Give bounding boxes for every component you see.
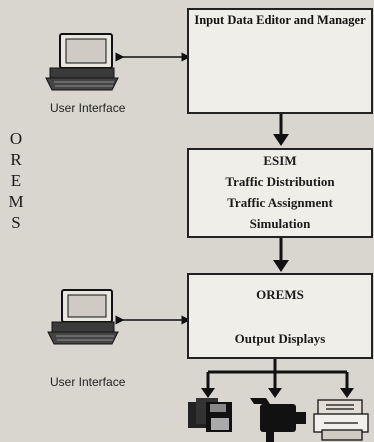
floppy-disk-icon (188, 398, 232, 432)
esim-line: Simulation (249, 216, 311, 231)
input-data-editor-title: Input Data Editor and Manager (194, 13, 366, 27)
branch-left-head (201, 388, 215, 398)
user-interface-label-bottom: User Interface (50, 375, 126, 389)
branch-right-head (340, 388, 354, 398)
orems-line: Output Displays (234, 331, 326, 346)
side-title-letter: R (10, 150, 22, 169)
printer-icon (313, 399, 369, 441)
side-title-letter: S (11, 213, 21, 232)
branch-mid-head (268, 388, 282, 398)
orems-line: OREMS (256, 287, 304, 302)
esim-box: ESIM Traffic Distribution Traffic Assign… (187, 148, 373, 238)
video-camera-icon (250, 398, 306, 442)
side-title-orems: O R E M S (0, 128, 32, 233)
desktop-computer-icon (45, 33, 119, 91)
orems-box: OREMS Output Displays (187, 273, 373, 359)
side-title-letter: E (10, 171, 22, 190)
flow-arrowhead-1 (273, 134, 289, 146)
esim-line: Traffic Assignment (227, 195, 333, 210)
side-title-letter: O (9, 129, 23, 148)
flow-arrowhead-2 (273, 260, 289, 272)
esim-line: Traffic Distribution (225, 174, 335, 189)
esim-line: ESIM (263, 153, 297, 168)
desktop-computer-icon-bottom (47, 289, 119, 345)
side-title-letter: M (8, 192, 24, 211)
user-interface-label-top: User Interface (50, 101, 126, 115)
input-data-editor-box: Input Data Editor and Manager (187, 8, 373, 114)
